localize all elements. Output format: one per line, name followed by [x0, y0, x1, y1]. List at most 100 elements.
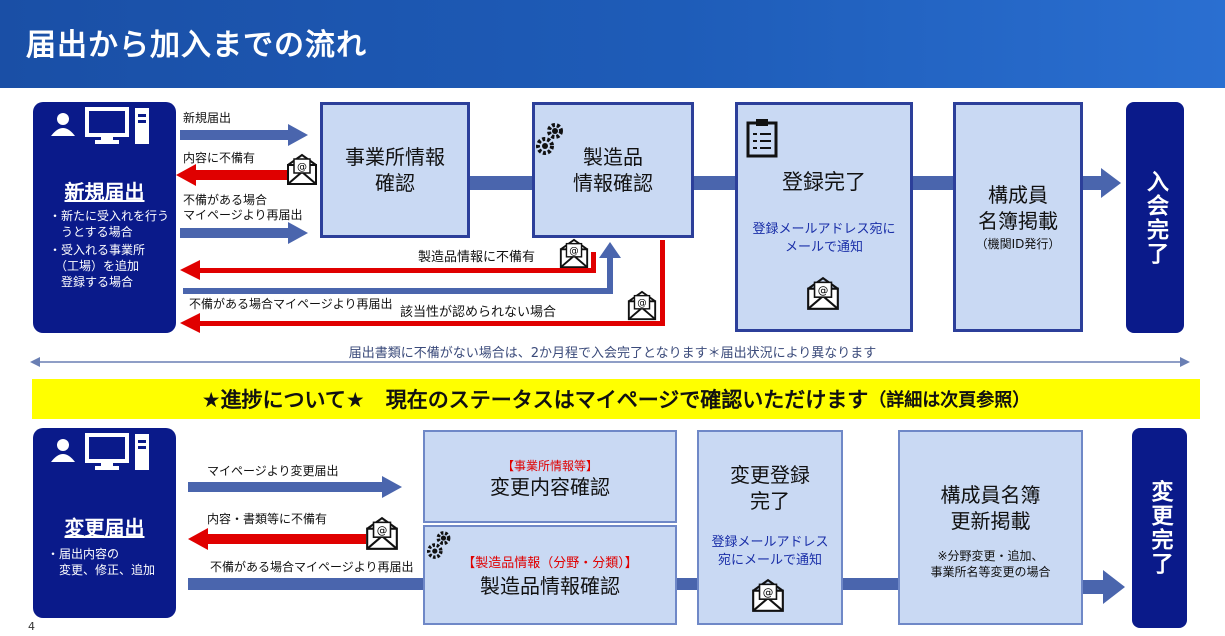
svg-text:@: @	[569, 246, 578, 257]
arrow-label-defect: 内容に不備有	[183, 151, 256, 165]
condition-line: （工場）を追加	[49, 259, 140, 273]
change-apply-title: 変更届出	[64, 516, 145, 540]
registered-note-line: 登録メールアドレス宛に	[752, 222, 896, 237]
person-icon	[49, 436, 77, 464]
condition-line: ・新たに受入れを行う	[49, 209, 170, 223]
registered-title: 登録完了	[782, 170, 866, 194]
page-title: 届出から加入までの流れ	[26, 28, 367, 63]
resubmit-long-label: 不備がある場合マイページより再届出	[189, 297, 393, 311]
roster-note: （機関ID発行）	[975, 237, 1061, 251]
office-info-check-box: 事業所情報 確認	[320, 102, 470, 238]
condition-line: ・届出内容の	[47, 547, 120, 561]
arrow-up-head	[599, 242, 621, 258]
progress-banner-tail: （詳細は次頁参照）	[868, 390, 1031, 411]
not-eligible-line	[195, 321, 665, 326]
roster-line: 名簿掲載	[978, 209, 1058, 233]
arrow-change-apply	[188, 476, 402, 498]
membership-complete: 入会完了	[1126, 102, 1184, 333]
arrow-label-change-defect: 内容・書類等に不備有	[207, 512, 328, 526]
change-registered-line: 完了	[750, 489, 790, 513]
defect-line	[195, 268, 596, 273]
mail-icon: @	[750, 578, 786, 614]
change-roster-note: 事業所名等変更の場合	[930, 565, 1051, 579]
condition-line: ・受入れる事業所	[49, 243, 146, 257]
clipboard-icon	[745, 118, 779, 158]
condition-line: 登録する場合	[49, 275, 134, 289]
new-apply-panel: 新規届出 ・新たに受入れを行う うとする場合 ・受入れる事業所 （工場）を追加 …	[33, 102, 176, 333]
not-eligible-label: 該当性が認められない場合	[400, 305, 557, 320]
computer-icon	[85, 106, 153, 146]
resubmit-bar	[188, 578, 424, 590]
progress-banner: ★進捗について★ 現在のステータスはマイページで確認いただけます（詳細は次頁参照…	[32, 379, 1200, 419]
office-tag: 【事業所情報等】	[501, 459, 598, 473]
change-complete: 変更完了	[1132, 428, 1187, 628]
timeline-double-arrow	[30, 357, 1190, 367]
product-defect-label: 製造品情報に不備有	[418, 250, 536, 265]
arrow-to-change-end	[1083, 570, 1125, 604]
gear-icon	[536, 122, 566, 156]
change-registered-line: 変更登録	[730, 463, 810, 487]
arrow-defect-head	[180, 260, 200, 280]
svg-text:@: @	[763, 587, 774, 599]
product-tag: 【製造品情報（分野・分類）】	[462, 556, 638, 571]
office-check-line: 事業所情報	[345, 145, 445, 169]
timeline-footnote: 届出書類に不備がない場合は、2か月程で入会完了となります＊届出状況により異なりま…	[348, 346, 877, 361]
connector-bar	[913, 176, 953, 190]
change-registered-note: 登録メールアドレス	[711, 535, 829, 550]
resubmit-line: マイページより再届出	[183, 208, 303, 222]
change-content-check-box: 【事業所情報等】 変更内容確認	[423, 430, 677, 523]
header-banner	[0, 0, 1225, 88]
arrow-label-change: マイページより変更届出	[207, 464, 339, 478]
office-check-line: 確認	[375, 171, 415, 195]
change-registered-note: 宛にメールで通知	[717, 553, 822, 568]
mail-icon: @	[626, 290, 658, 322]
connector-bar	[470, 176, 532, 190]
condition-line: うとする場合	[49, 225, 133, 239]
product-check-line: 情報確認	[573, 171, 653, 195]
svg-text:@: @	[377, 525, 388, 537]
change-apply-conditions: ・届出内容の 変更、修正、追加	[47, 546, 155, 578]
mail-icon: @	[364, 516, 400, 552]
new-apply-conditions: ・新たに受入れを行う うとする場合 ・受入れる事業所 （工場）を追加 登録する場…	[49, 208, 169, 290]
svg-text:@: @	[818, 285, 829, 297]
connector-bar	[694, 176, 735, 190]
new-apply-title: 新規届出	[64, 180, 145, 204]
computer-icon	[85, 432, 153, 472]
svg-text:@: @	[637, 298, 646, 309]
change-apply-panel: 変更届出 ・届出内容の 変更、修正、追加	[33, 428, 176, 618]
condition-line: 変更、修正、追加	[47, 563, 156, 577]
person-icon	[49, 110, 77, 138]
connector-bar	[843, 578, 898, 590]
return-line	[607, 254, 613, 294]
arrow-new-apply	[180, 124, 308, 146]
change-roster-line: 更新掲載	[950, 509, 1031, 533]
member-roster-box: 構成員 名簿掲載 （機関ID発行）	[953, 102, 1083, 332]
arrow-label-new: 新規届出	[183, 111, 232, 125]
roster-line: 構成員	[988, 183, 1048, 207]
mail-icon: @	[558, 238, 590, 270]
change-roster-box: 構成員名簿 更新掲載 ※分野変更・追加、 事業所名等変更の場合	[898, 430, 1083, 625]
arrow-label-change-resubmit: 不備がある場合マイページより再届出	[210, 560, 414, 574]
resubmit-line: 不備がある場合	[183, 193, 268, 207]
change-product-check-box: 【製造品情報（分野・分類）】 製造品情報確認	[423, 525, 677, 625]
change-roster-line: 構成員名簿	[940, 483, 1041, 507]
change-roster-note: ※分野変更・追加、	[937, 549, 1044, 563]
mail-icon: @	[805, 276, 841, 312]
arrow-resubmit	[180, 222, 308, 244]
progress-banner-main: ★進捗について★ 現在のステータスはマイページで確認いただけます	[201, 388, 869, 412]
arrow-not-eligible-head	[180, 313, 200, 333]
connector-bar	[677, 578, 697, 590]
defect-line	[591, 252, 596, 272]
arrow-change-defect	[188, 528, 366, 550]
svg-text:@: @	[297, 162, 307, 173]
arrow-to-end	[1083, 168, 1121, 198]
product-check-line: 製造品	[583, 145, 643, 169]
page-number: 4	[28, 620, 35, 633]
return-line	[183, 288, 613, 294]
change-content-title: 変更内容確認	[490, 475, 610, 499]
registered-note-line: メールで通知	[784, 240, 863, 255]
mail-icon: @	[285, 153, 319, 187]
not-eligible-line	[660, 240, 665, 326]
arrow-label-resubmit: 不備がある場合 マイページより再届出	[183, 193, 303, 223]
gear-icon	[427, 530, 453, 560]
